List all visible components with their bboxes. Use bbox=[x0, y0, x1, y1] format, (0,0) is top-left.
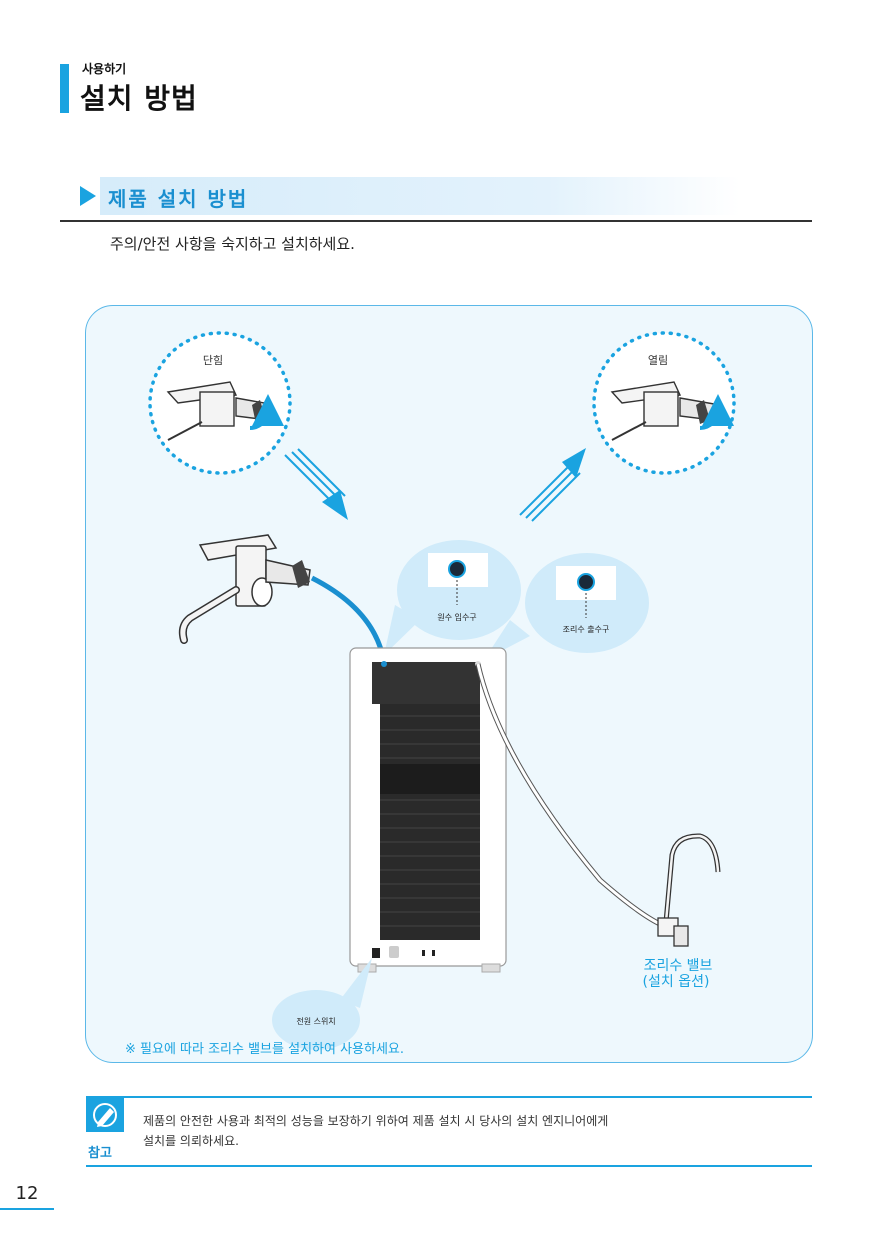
note-label: 참고 bbox=[88, 1146, 112, 1161]
outlet-label: 조리수 출수구 bbox=[563, 624, 610, 634]
valve-label-line2: (설치 옵션) bbox=[643, 974, 710, 990]
arrow-icon bbox=[284, 448, 348, 520]
section-divider bbox=[60, 220, 812, 222]
cooking-water-valve bbox=[657, 833, 721, 947]
closed-valve-detail: 단힘 bbox=[148, 331, 292, 475]
section-intro: 주의/안전 사항을 숙지하고 설치하세요. bbox=[110, 235, 355, 253]
page-number-rule bbox=[0, 1208, 54, 1210]
section-header-band bbox=[100, 177, 740, 215]
note-text-line1: 제품의 안전한 사용과 최적의 성능을 보장하기 위하여 제품 설치 시 당사의… bbox=[143, 1114, 609, 1128]
open-valve-detail: 열림 bbox=[592, 331, 736, 475]
note-bottom-rule bbox=[86, 1165, 812, 1167]
page-number: 12 bbox=[15, 1183, 39, 1204]
page-category: 사용하기 bbox=[82, 62, 127, 76]
inlet-label: 원수 입수구 bbox=[437, 613, 476, 622]
note-top-rule bbox=[86, 1096, 812, 1098]
note-text: 제품의 안전한 사용과 최적의 성능을 보장하기 위하여 제품 설치 시 당사의… bbox=[143, 1111, 783, 1151]
valve-label-line1: 조리수 밸브 bbox=[644, 958, 713, 974]
title-accent-bar bbox=[60, 64, 69, 113]
power-switch-label: 전원 스위치 bbox=[296, 1016, 335, 1026]
page-title: 설치 방법 bbox=[80, 82, 198, 115]
arrow-icon bbox=[519, 448, 586, 522]
faucet bbox=[178, 534, 311, 644]
note-text-line2: 설치를 의뢰하세요. bbox=[143, 1134, 239, 1148]
purifier-unit bbox=[349, 647, 507, 973]
play-triangle-icon bbox=[80, 186, 96, 206]
outlet-callout: 조리수 출수구 bbox=[484, 553, 649, 660]
power-switch-callout: 전원 스위치 bbox=[272, 958, 372, 1050]
section-title: 제품 설치 방법 bbox=[108, 187, 249, 211]
pencil-note-icon bbox=[86, 1098, 124, 1132]
closed-label: 단힘 bbox=[203, 354, 223, 367]
inlet-callout: 원수 입수구 bbox=[384, 540, 521, 655]
open-label: 열림 bbox=[648, 354, 668, 367]
diagram-footnote: ※ 필요에 따라 조리수 밸브를 설치하여 사용하세요. bbox=[125, 1042, 404, 1057]
outlet-hose bbox=[476, 663, 663, 927]
